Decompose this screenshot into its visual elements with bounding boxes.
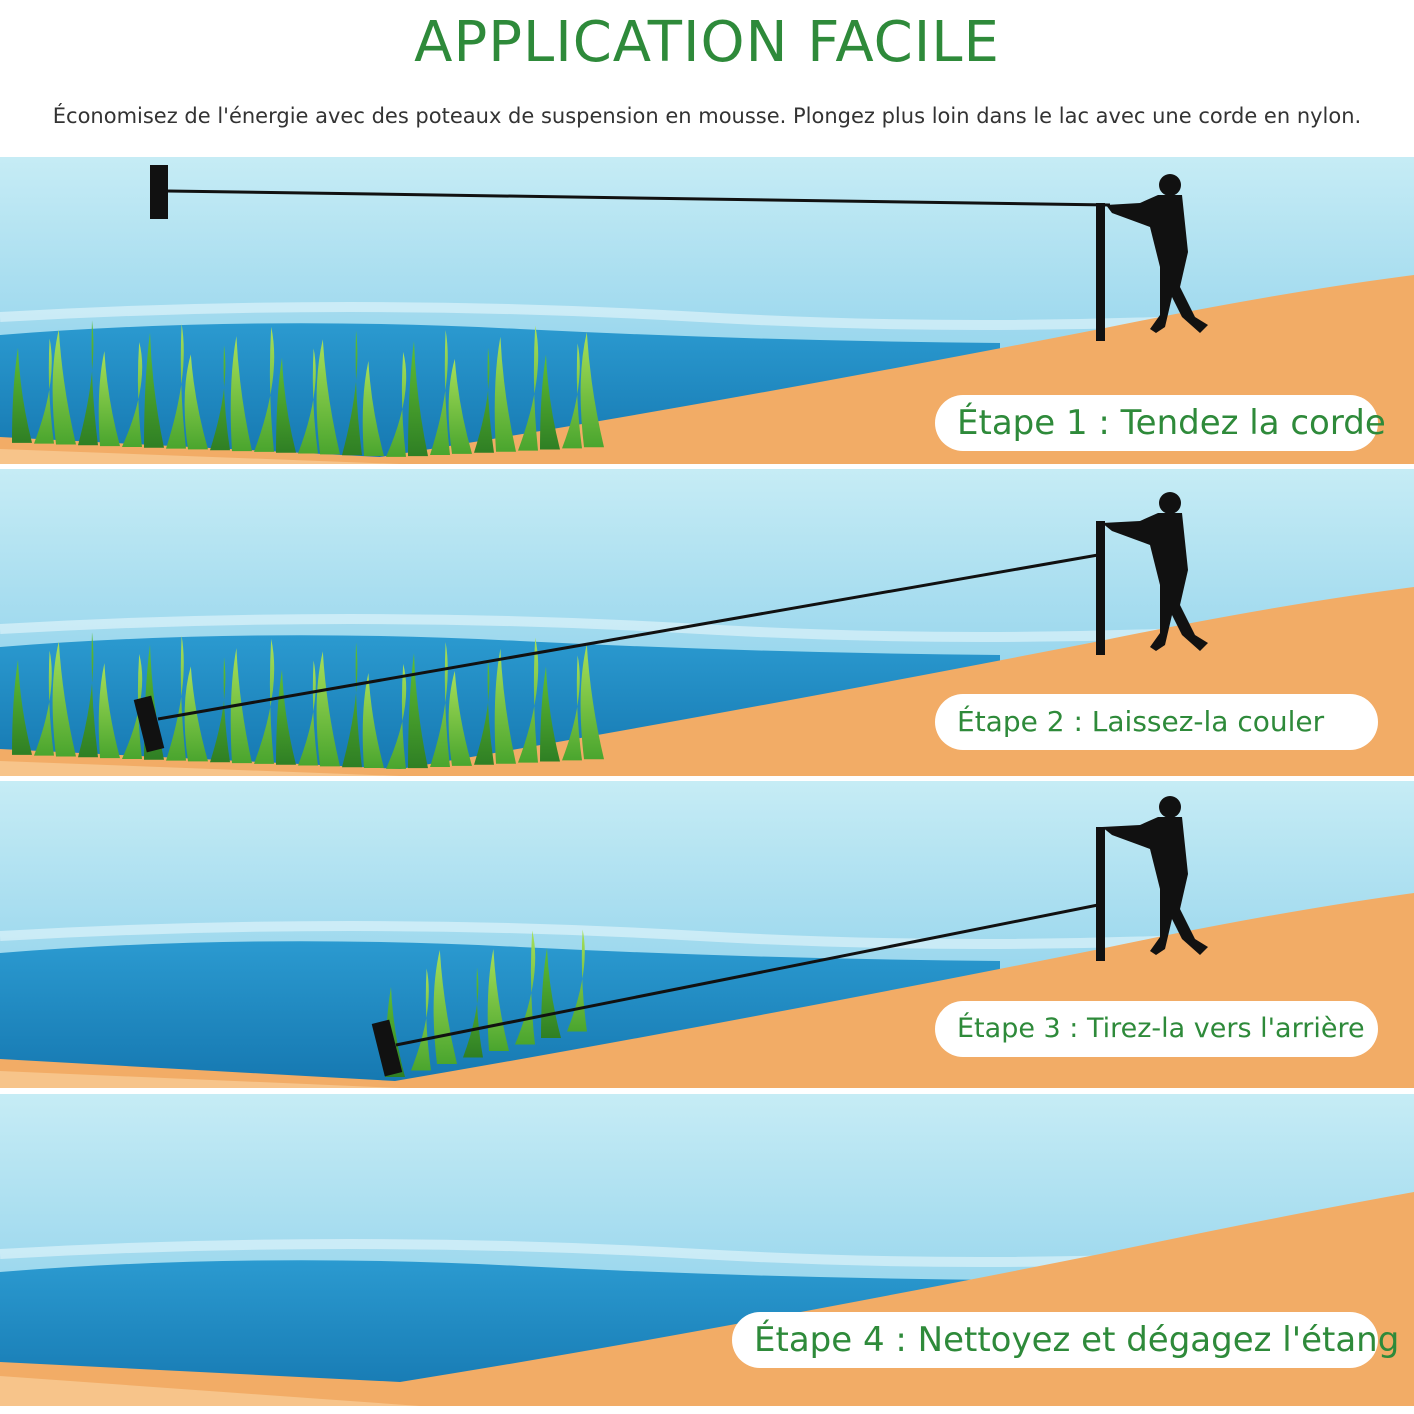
page-title: APPLICATION FACILE: [414, 10, 1000, 75]
weed-leaf: [12, 347, 32, 443]
weed-leaf: [386, 663, 407, 769]
rope: [157, 553, 1099, 721]
fisherman-silhouette: [1096, 492, 1208, 655]
step-4-label: Étape 4 : Nettoyez et dégagez l'étang: [732, 1312, 1399, 1368]
weed-leaf: [210, 657, 230, 763]
rake-head: [133, 695, 165, 753]
weed-leaf: [430, 642, 450, 767]
weed-leaf: [184, 666, 208, 762]
weed-leaf: [166, 323, 186, 449]
weed-leaf: [78, 320, 98, 446]
weed-leaf: [494, 336, 516, 452]
weed-leaf: [562, 655, 582, 761]
water-weeds: [12, 320, 604, 457]
weed-leaf: [316, 339, 340, 455]
weed-leaf: [430, 330, 450, 455]
weed-leaf: [580, 332, 604, 448]
weed-leaf: [448, 670, 472, 766]
step-3-label: Étape 3 : Tirez-la vers l'arrière: [935, 1001, 1378, 1057]
weed-leaf: [562, 343, 582, 449]
step-1-panel: Étape 1 : Tendez la corde: [0, 157, 1414, 464]
rope: [395, 903, 1099, 1047]
weed-leaf: [210, 345, 230, 451]
sand-highlight: [0, 1376, 420, 1406]
step-1-label: Étape 1 : Tendez la corde: [935, 395, 1386, 451]
weed-leaf: [342, 642, 362, 768]
weed-leaf: [580, 644, 604, 760]
weed-leaf: [494, 648, 516, 764]
weed-leaf: [52, 329, 76, 445]
weed-leaf: [98, 351, 120, 447]
page-subtitle: Économisez de l'énergie avec des poteaux…: [52, 104, 1362, 128]
weed-leaf: [254, 638, 275, 764]
weed-leaf: [78, 632, 98, 758]
weed-leaf: [276, 669, 296, 765]
weed-leaf: [408, 341, 428, 457]
weed-leaf: [386, 351, 407, 457]
weed-leaf: [298, 348, 318, 454]
fisherman-silhouette: [1096, 796, 1208, 961]
weed-leaf: [540, 666, 560, 762]
step-2-panel: Étape 2 : Laissez-la couler: [0, 469, 1414, 776]
step-3-panel: Étape 3 : Tirez-la vers l'arrière: [0, 781, 1414, 1088]
weed-leaf: [276, 357, 296, 453]
weed-leaf: [230, 336, 252, 452]
weed-leaf: [98, 663, 120, 759]
step-4-panel: Étape 4 : Nettoyez et dégagez l'étang: [0, 1094, 1414, 1406]
water-weeds: [12, 632, 604, 769]
weed-leaf: [184, 354, 208, 450]
weed-leaf: [342, 330, 362, 456]
weed-leaf: [34, 650, 54, 756]
weed-leaf: [474, 659, 494, 765]
weed-leaf: [448, 358, 472, 454]
weed-leaf: [567, 929, 587, 1032]
rake-head: [150, 165, 168, 219]
step-2-label: Étape 2 : Laissez-la couler: [935, 694, 1378, 750]
weed-leaf: [122, 341, 143, 447]
weed-leaf: [474, 347, 494, 453]
weed-leaf: [518, 637, 539, 763]
weed-leaf: [144, 332, 164, 448]
sand-highlight: [0, 761, 400, 776]
weed-leaf: [463, 967, 483, 1058]
weed-leaf: [122, 653, 143, 759]
weed-leaf: [52, 641, 76, 757]
weed-leaf: [518, 325, 539, 451]
weed-leaf: [411, 968, 431, 1071]
sand-highlight: [0, 449, 400, 464]
weed-leaf: [166, 635, 186, 761]
weed-leaf: [34, 338, 54, 444]
weed-leaf: [254, 326, 275, 452]
weed-leaf: [362, 673, 384, 769]
weed-leaf: [316, 651, 340, 767]
weed-leaf: [298, 660, 318, 766]
rope: [167, 189, 1111, 207]
weed-leaf: [362, 361, 384, 457]
weed-leaf: [12, 659, 32, 755]
rake-head: [371, 1019, 403, 1077]
fisherman-silhouette: [1096, 174, 1208, 341]
weed-leaf: [515, 930, 536, 1045]
sand-highlight: [0, 1071, 400, 1088]
weed-leaf: [408, 653, 428, 769]
weed-leaf: [540, 354, 560, 450]
